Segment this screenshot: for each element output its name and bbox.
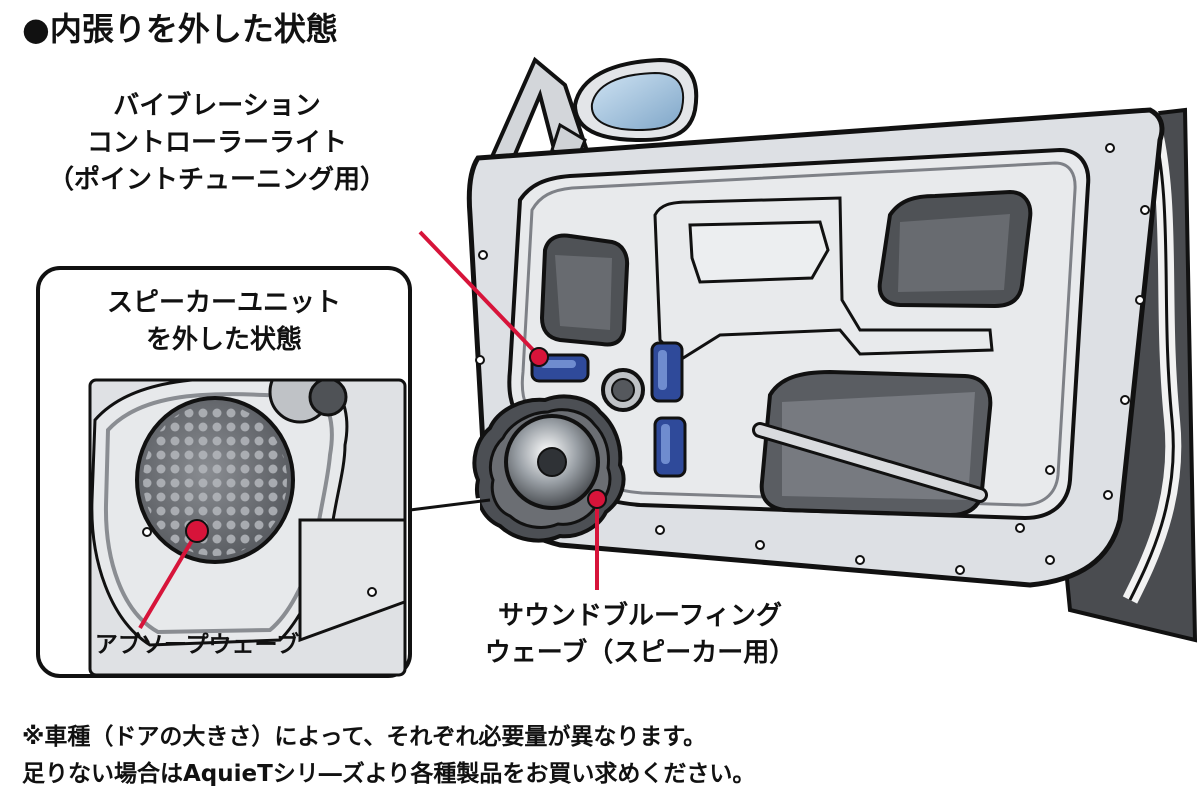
vibration-callout-line1: バイブレーション [113,91,321,121]
vibration-callout-line3: （ポイントチューニング用） [47,165,386,195]
vibration-callout-line2: コントローラーライト [86,128,347,158]
inset-view [36,266,491,678]
vibration-leader-line [418,230,537,354]
page-title: ●内張りを外した状態 [22,10,338,48]
footer-note-2: 足りない場合はAquieTシリ―ズより各種製品をお買い求めください。 [22,761,756,787]
sound-proofing-line2: ウェーブ（スピーカー用） [484,638,796,668]
inset-heading-line1: スピーカーユニット [106,288,341,318]
speaker-assembly [472,394,626,543]
absorb-leader-line [138,530,199,630]
absorb-leader-dot [185,519,209,543]
footer-note-1: ※車種（ドアの大きさ）によって、それぞれ必要量が異なります。 [22,724,707,750]
inset-heading-line2: を外した状態 [145,325,302,355]
sound-leader-dot [587,489,607,509]
absorb-wave-label: アブソープウェーブ [94,632,300,658]
vibration-callout: バイブレーション コントローラーライト （ポイントチューニング用） [22,88,412,199]
sound-proofing-callout: サウンドブルーフィング ウェーブ（スピーカー用） [445,598,835,672]
vibration-leader-dot [529,347,549,367]
inset-heading: スピーカーユニット を外した状態 [40,285,408,359]
sound-proofing-line1: サウンドブルーフィング [498,601,782,631]
